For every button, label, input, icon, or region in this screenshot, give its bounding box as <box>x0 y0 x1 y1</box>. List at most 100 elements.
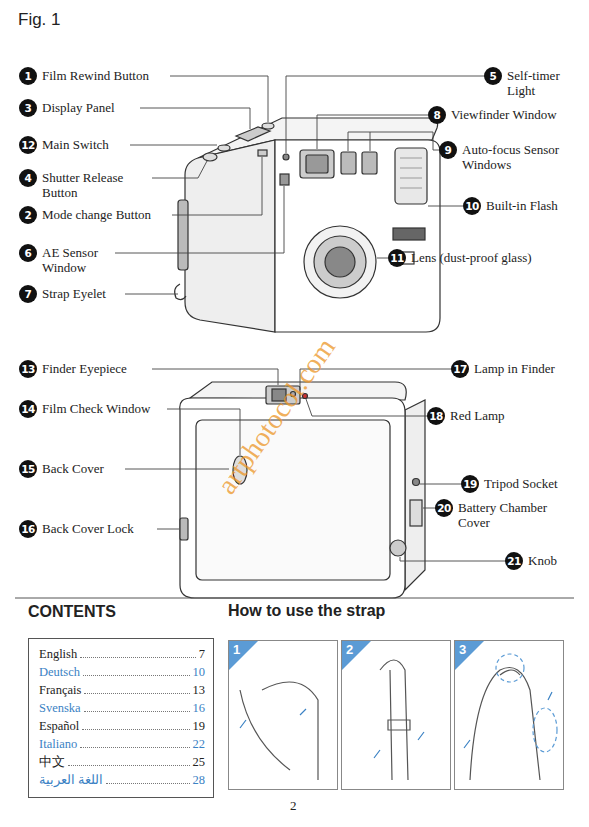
callout: 13 Finder Eyepiece <box>19 360 127 378</box>
page-number: 22 <box>193 735 206 753</box>
callout: 18Red Lamp <box>427 407 505 425</box>
part-name: Display Panel <box>42 99 115 115</box>
callout-number: 19 <box>461 475 479 493</box>
part-name: Knob <box>528 552 557 568</box>
contents-row: 中文25 <box>39 753 205 771</box>
callout-number: 14 <box>19 400 37 418</box>
dot-leader <box>84 693 189 694</box>
part-name: Finder Eyepiece <box>42 360 127 376</box>
part-name: AE Sensor Window <box>42 244 112 275</box>
page-number: 19 <box>193 717 206 735</box>
callout-number: 3 <box>19 99 37 117</box>
callout-number: 7 <box>19 285 37 303</box>
language-name: English <box>39 645 77 663</box>
contents-row: Italiano 22 <box>39 735 205 753</box>
leader-lines <box>167 409 240 455</box>
callout: 15Back Cover <box>19 460 104 478</box>
callout-number: 6 <box>19 244 37 262</box>
callout: 17Lamp in Finder <box>451 360 555 378</box>
callout: 10Built-in Flash <box>463 197 558 215</box>
language-name: Svenska <box>39 699 81 717</box>
callout: 14 Film Check Window <box>19 400 150 418</box>
page-number: 25 <box>193 753 206 771</box>
page-number: 28 <box>193 771 206 789</box>
camera-front <box>262 123 274 129</box>
language-name: Français <box>39 681 81 699</box>
contents-row: Español19 <box>39 717 205 735</box>
leader-lines <box>170 76 268 122</box>
camera-front <box>395 148 427 204</box>
part-name: Auto-focus Sensor Windows <box>462 141 574 172</box>
camera-back <box>180 382 425 598</box>
section-heading: How to use the strap <box>228 602 385 620</box>
part-name: Main Switch <box>42 136 109 152</box>
language-name: اللغة العربية <box>39 771 103 789</box>
callout: 8Viewfinder Window <box>428 106 557 124</box>
part-name: Battery Chamber Cover <box>458 499 568 530</box>
leader-lines <box>306 399 428 416</box>
callout: 4Shutter Release Button <box>19 169 137 200</box>
callout: 12 Main Switch <box>19 136 109 154</box>
part-name: Back Cover <box>42 460 104 476</box>
strap-drawings <box>229 641 258 670</box>
camera-front <box>283 154 289 160</box>
strap-drawings <box>455 641 484 670</box>
camera-front <box>341 152 356 174</box>
page-number: 13 <box>193 681 206 699</box>
language-name: Deutsch <box>39 663 80 681</box>
leader-lines <box>140 108 250 129</box>
strap-step-panel: 3 <box>454 640 564 790</box>
strap-drawings <box>342 641 371 670</box>
callout-number: 13 <box>19 360 37 378</box>
camera-front <box>314 236 366 288</box>
part-name: Film Check Window <box>42 400 150 416</box>
camera-back <box>180 518 188 540</box>
callout: 5Self-timer Light <box>484 67 585 98</box>
camera-front <box>325 247 355 277</box>
figure-title: Fig. 1 <box>18 10 61 30</box>
contents-row: Français 13 <box>39 681 205 699</box>
strap-drawings <box>229 641 557 780</box>
leader-lines <box>152 161 207 178</box>
camera-front <box>275 140 440 332</box>
contents-heading: CONTENTS <box>28 602 214 622</box>
dot-leader <box>80 747 189 748</box>
part-name: Film Rewind Button <box>42 67 149 83</box>
callout-number: 12 <box>19 136 37 154</box>
callout-number: 1 <box>19 67 37 85</box>
leader-lines <box>115 76 506 561</box>
callout: 19Tripod Socket <box>461 475 558 493</box>
part-name: Viewfinder Window <box>451 106 557 122</box>
divider-rule <box>15 598 574 599</box>
callout: 9Auto-focus Sensor Windows <box>439 141 574 172</box>
dot-leader <box>83 675 190 676</box>
callout: 3 Display Panel <box>19 99 115 117</box>
part-name: Red Lamp <box>450 407 505 423</box>
leader-lines <box>125 294 178 295</box>
leader-lines <box>428 206 463 207</box>
part-name: Shutter Release Button <box>42 169 137 200</box>
dot-leader <box>106 783 189 784</box>
part-name: Mode change Button <box>42 206 151 222</box>
callout: 16Back Cover Lock <box>19 520 134 538</box>
strap-drawings <box>496 654 524 682</box>
page-number: 10 <box>193 663 206 681</box>
callout-number: 21 <box>505 552 523 570</box>
callout: 2Mode change Button <box>19 206 151 224</box>
dot-leader <box>82 729 189 730</box>
camera-back <box>390 540 406 556</box>
callout: 11Lens (dust-proof glass) <box>388 249 532 267</box>
strap-drawings <box>374 732 424 758</box>
dot-leader <box>84 711 190 712</box>
camera-front <box>393 228 425 240</box>
camera-front <box>185 140 275 332</box>
callout-number: 10 <box>463 197 481 215</box>
strap-drawings <box>464 692 552 748</box>
camera-front <box>178 200 188 270</box>
contents-frame: English7Deutsch10Français13Svenska16Espa… <box>28 638 214 798</box>
part-name: Back Cover Lock <box>42 520 134 536</box>
language-name: Italiano <box>39 735 77 753</box>
camera-back <box>196 420 390 580</box>
camera-front <box>258 150 267 156</box>
camera-front <box>400 158 422 188</box>
